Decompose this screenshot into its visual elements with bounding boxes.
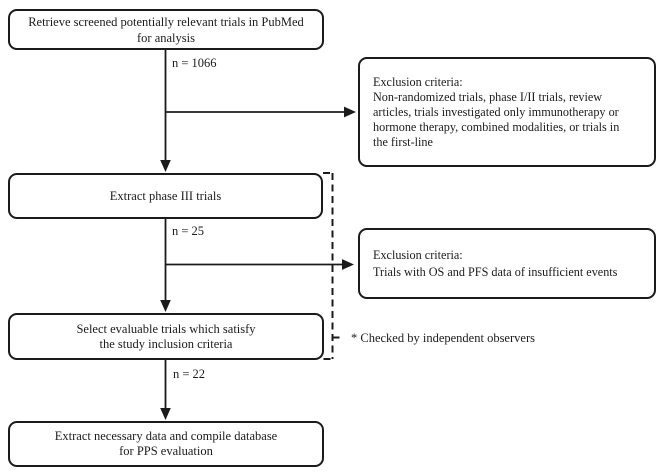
box-text-line: for PPS evaluation: [119, 444, 213, 458]
box-text-line: Exclusion criteria:: [373, 74, 463, 89]
box-text-line: Trials with OS and PFS data of insuffici…: [373, 264, 618, 279]
box-text-line: articles, trials investigated only immun…: [373, 104, 619, 119]
box-text-line: Exclusion criteria:: [373, 247, 463, 262]
box-exclusion-criteria-2: Exclusion criteria: Trials with OS and P…: [358, 228, 656, 299]
count-label-phase3: n = 25: [172, 224, 205, 238]
arrow-to-exclusion-1: [165, 106, 356, 118]
box-text-line: Extract necessary data and compile datab…: [54, 429, 278, 443]
box-text-line: hormone therapy, combined modalities, or…: [373, 119, 620, 134]
count-label-evaluable: n = 22: [173, 367, 206, 381]
count-label-initial: n = 1066: [172, 56, 217, 70]
arrow-extract-to-select: [160, 219, 171, 312]
box-extract-phase3-trials: Extract phase III trials: [8, 173, 323, 219]
box-exclusion-criteria-1: Exclusion criteria: Non-randomized trial…: [358, 57, 656, 167]
box-compile-database: Extract necessary data and compile datab…: [8, 421, 324, 467]
box-retrieve-pubmed-trials: Retrieve screened potentially relevant t…: [8, 9, 324, 50]
box-text-line: for analysis: [137, 30, 195, 45]
checked-bracket-dashed: [323, 172, 344, 360]
arrow-retrieve-to-extract: [160, 50, 171, 172]
box-text-line: Retrieve screened potentially relevant t…: [28, 14, 304, 29]
arrow-select-to-compile: [160, 360, 171, 420]
arrow-to-exclusion-2: [165, 259, 354, 270]
box-select-evaluable-trials: Select evaluable trials which satisfy th…: [8, 313, 324, 360]
checked-by-observers-note: * Checked by independent observers: [351, 331, 535, 345]
box-text-line: Extract phase III trials: [109, 189, 222, 203]
box-text-line: the first-line: [373, 134, 433, 149]
box-text-line: Non-randomized trials, phase I/II trials…: [373, 89, 603, 104]
box-text-line: Select evaluable trials which satisfy: [76, 321, 256, 336]
box-text-line: the study inclusion criteria: [99, 336, 233, 351]
